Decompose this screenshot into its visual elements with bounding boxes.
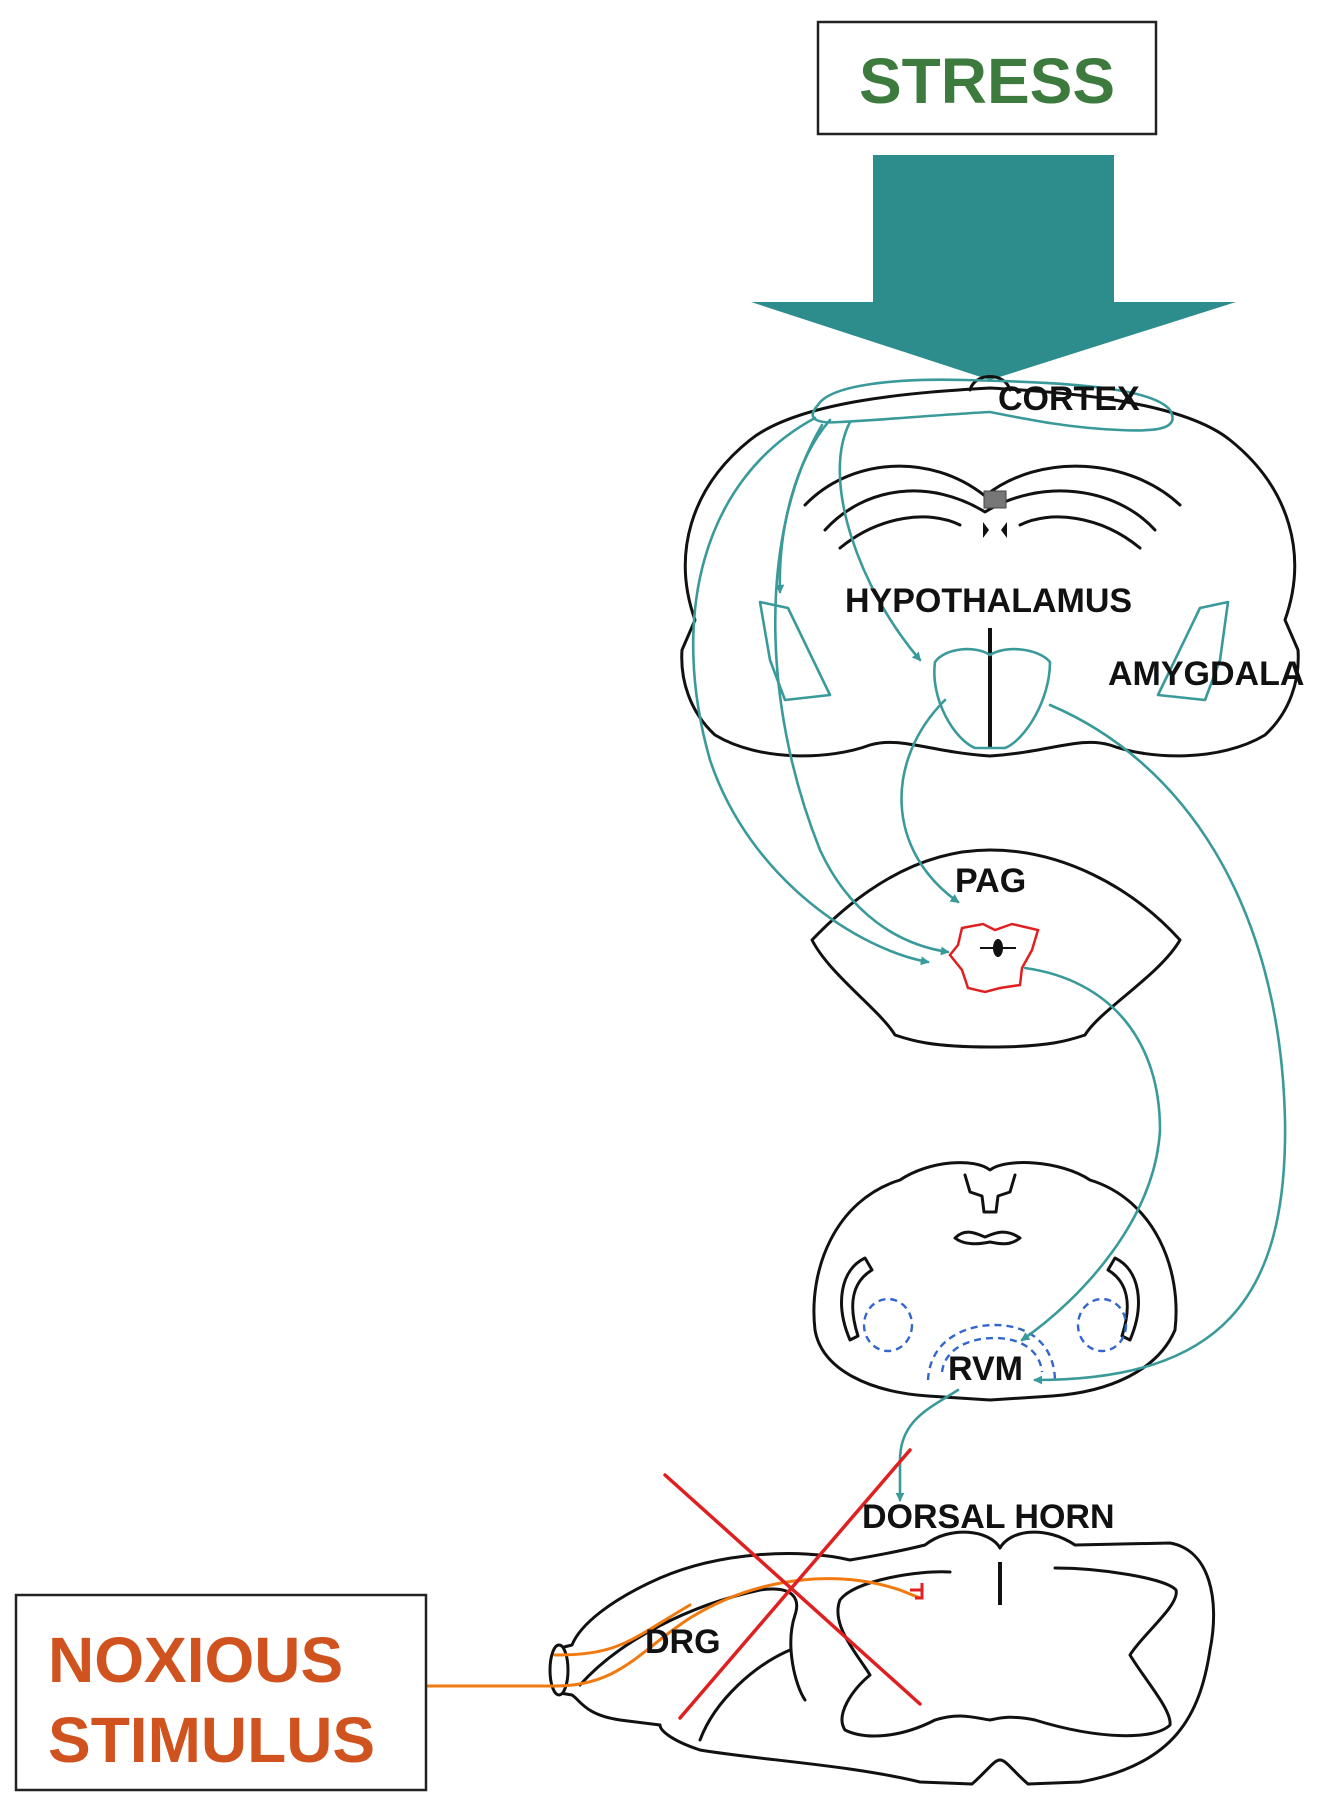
cortex-label: CORTEX: [998, 380, 1140, 418]
noxious-label-line1: NOXIOUS: [48, 1624, 343, 1696]
stress-box: STRESS: [818, 22, 1156, 134]
down-arrow-icon: [751, 155, 1236, 380]
noxious-label-line2: STIMULUS: [48, 1704, 375, 1776]
hypothalamus-label: HYPOTHALAMUS: [845, 582, 1132, 620]
rvm-label: RVM: [948, 1350, 1023, 1388]
drg-label: DRG: [645, 1623, 721, 1661]
noxious-stimulus-box: NOXIOUS STIMULUS: [16, 1595, 426, 1790]
amygdala-label: AMYGDALA: [1108, 655, 1304, 693]
stress-label: STRESS: [859, 45, 1115, 117]
pag-label: PAG: [955, 862, 1026, 900]
dorsal-horn-label: DORSAL HORN: [862, 1498, 1115, 1536]
